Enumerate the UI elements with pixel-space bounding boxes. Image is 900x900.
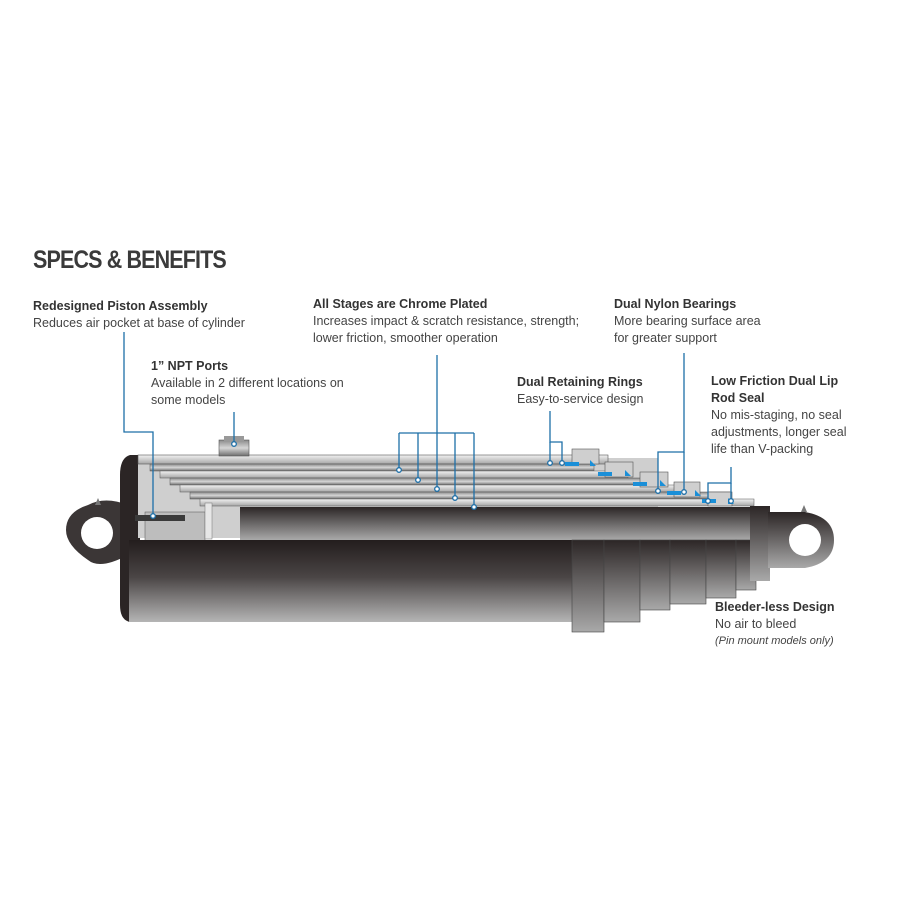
callout-chrome-plated: All Stages are Chrome Plated Increases i… — [313, 296, 579, 347]
outer-shell — [137, 454, 609, 465]
leader-seal — [707, 467, 732, 500]
callout-text: Increases impact & scratch resistance, s… — [313, 314, 580, 328]
callout-text: for greater support — [614, 331, 717, 345]
callout-heading: Bleeder-less Design — [715, 600, 835, 614]
callout-heading: Dual Nylon Bearings — [614, 297, 737, 311]
callout-text: Reduces air pocket at base of cylinder — [33, 316, 245, 330]
leader-rings — [549, 411, 563, 462]
callout-text: lower friction, smoother operation — [313, 331, 498, 345]
callout-bleeder-less: Bleeder-less Design No air to bleed (Pin… — [715, 599, 835, 650]
callout-heading: Redesigned Piston Assembly — [33, 299, 208, 313]
callout-heading: Rod Seal — [711, 391, 765, 405]
plunger-rod — [240, 507, 750, 540]
callout-text: life than V-packing — [711, 442, 814, 456]
callout-retaining-rings: Dual Retaining Rings Easy-to-service des… — [517, 374, 643, 408]
callout-text: Easy-to-service design — [517, 392, 644, 406]
leader-lines — [123, 332, 732, 515]
callout-text: Available in 2 different locations on — [151, 376, 344, 390]
callout-heading: 1” NPT Ports — [151, 359, 229, 373]
callout-text: No air to bleed — [715, 617, 797, 631]
callout-text: More bearing surface area — [614, 314, 761, 328]
leader-nylon — [657, 353, 685, 490]
leader-piston — [123, 332, 154, 515]
left-eye-mount — [66, 498, 128, 564]
callout-text: some models — [151, 393, 226, 407]
right-eye-mount — [750, 505, 834, 581]
callout-rod-seal: Low Friction Dual Lip Rod Seal No mis-st… — [711, 373, 847, 458]
callout-text: No mis-staging, no seal — [711, 408, 842, 422]
extended-stages — [571, 539, 757, 633]
callout-heading: All Stages are Chrome Plated — [313, 297, 488, 311]
callout-heading: Dual Retaining Rings — [517, 375, 643, 389]
callout-npt-ports: 1” NPT Ports Available in 2 different lo… — [151, 358, 344, 409]
callout-text: adjustments, longer seal — [711, 425, 847, 439]
main-barrel — [129, 540, 575, 622]
callout-piston-assembly: Redesigned Piston Assembly Reduces air p… — [33, 298, 245, 332]
callout-heading: Low Friction Dual Lip — [711, 374, 839, 388]
page-title: SPECS & BENEFITS — [33, 246, 227, 274]
callout-nylon-bearings: Dual Nylon Bearings More bearing surface… — [614, 296, 761, 347]
leader-dots — [150, 441, 734, 519]
callout-note: (Pin mount models only) — [715, 635, 834, 647]
